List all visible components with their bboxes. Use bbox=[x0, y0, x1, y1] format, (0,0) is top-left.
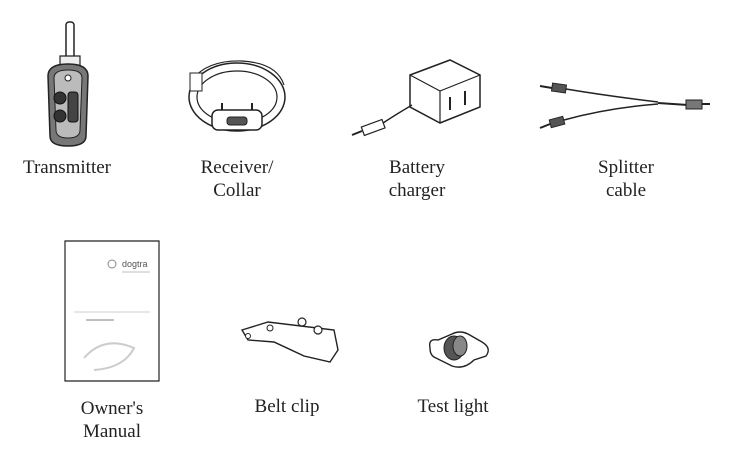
owners-manual-illustration: dogtra bbox=[64, 240, 160, 382]
receiver-collar-label: Receiver/ Collar bbox=[200, 157, 274, 201]
transmitter-illustration bbox=[38, 18, 98, 148]
splitter-cable-label: Splitter cable bbox=[598, 157, 654, 201]
test-light-illustration bbox=[424, 326, 494, 374]
transmitter-label: Transmitter bbox=[23, 157, 111, 178]
splitter-cable-illustration bbox=[538, 78, 713, 138]
owners-manual-label: Owner's Manual bbox=[80, 398, 144, 442]
battery-charger-illustration bbox=[350, 55, 485, 145]
test-light-label: Test light bbox=[417, 396, 489, 417]
belt-clip-label: Belt clip bbox=[254, 396, 320, 417]
receiver-collar-illustration bbox=[182, 55, 292, 140]
battery-charger-label: Battery charger bbox=[388, 157, 446, 201]
manual-brand-text: dogtra bbox=[122, 259, 148, 269]
belt-clip-illustration bbox=[234, 312, 344, 372]
